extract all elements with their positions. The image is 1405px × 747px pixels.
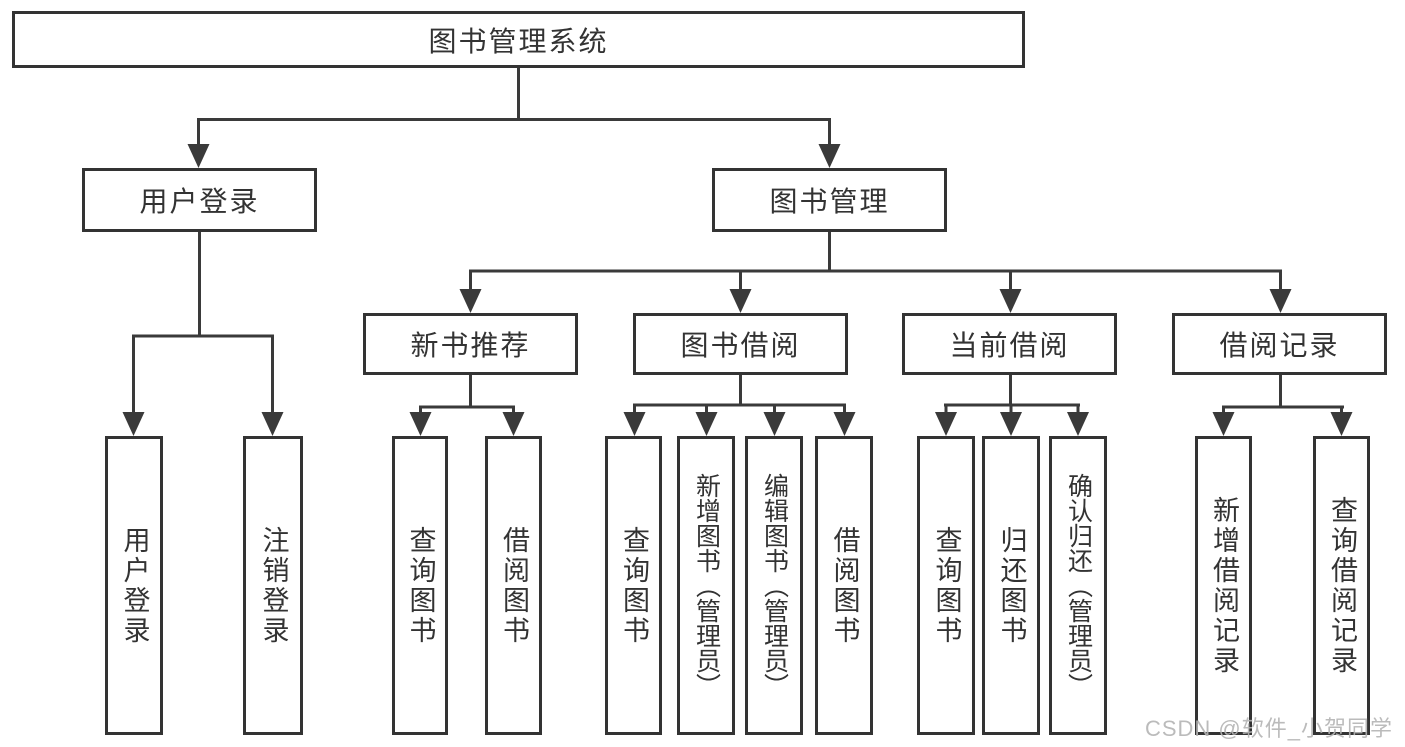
leaf-add-books-admin: 新增图书（管理员）: [677, 436, 735, 735]
leaf-query-books-borrow-label: 查询图书: [619, 525, 649, 646]
connector-new-book-children: [409, 375, 525, 436]
node-current-borrow: 当前借阅: [902, 313, 1117, 375]
leaf-add-borrow-record-label: 新增借阅记录: [1209, 495, 1239, 676]
connector-book-borrow-children: [623, 375, 856, 436]
node-new-book-recommend: 新书推荐: [363, 313, 578, 375]
node-new-book-recommend-label: 新书推荐: [410, 330, 531, 361]
leaf-query-books-recommend-label: 查询图书: [405, 525, 436, 646]
leaf-borrow-books-recommend: 借阅图书: [485, 436, 542, 735]
connector-root-to-level2: [187, 68, 841, 168]
leaf-return-books: 归还图书: [982, 436, 1040, 735]
leaf-user-login-label: 用户登录: [119, 525, 150, 646]
leaf-borrow-books-label: 借阅图书: [829, 525, 860, 646]
connector-current-borrow-children: [935, 375, 1089, 436]
leaf-add-borrow-record: 新增借阅记录: [1195, 436, 1252, 735]
leaf-edit-books-admin-label: 编辑图书（管理员）: [760, 473, 789, 698]
node-book-borrow: 图书借阅: [633, 313, 848, 375]
leaf-query-borrow-record-label: 查询借阅记录: [1327, 495, 1357, 676]
node-borrow-records: 借阅记录: [1172, 313, 1387, 375]
leaf-borrow-books-recommend-label: 借阅图书: [499, 525, 529, 646]
node-book-borrow-label: 图书借阅: [680, 330, 801, 361]
connector-book-management-children: [459, 232, 1292, 313]
leaf-logout-label: 注销登录: [258, 525, 289, 646]
leaf-logout: 注销登录: [243, 436, 303, 735]
leaf-query-books-current-label: 查询图书: [931, 525, 962, 646]
node-current-borrow-label: 当前借阅: [949, 330, 1070, 361]
leaf-confirm-return-admin: 确认归还（管理员）: [1049, 436, 1107, 735]
leaf-edit-books-admin: 编辑图书（管理员）: [745, 436, 803, 735]
connector-borrow-records-children: [1212, 375, 1353, 436]
connector-user-login-children: [122, 232, 284, 436]
node-book-management-label: 图书管理: [769, 186, 890, 217]
leaf-confirm-return-admin-label: 确认归还（管理员）: [1064, 473, 1093, 698]
leaf-query-books-recommend: 查询图书: [392, 436, 448, 735]
node-root-system: 图书管理系统: [12, 11, 1025, 68]
csdn-watermark: CSDN @软件_小贺同学: [1144, 716, 1393, 741]
leaf-return-books-label: 归还图书: [996, 525, 1027, 646]
node-book-management: 图书管理: [712, 168, 947, 232]
leaf-query-books-borrow: 查询图书: [605, 436, 662, 735]
leaf-user-login: 用户登录: [105, 436, 163, 735]
leaf-borrow-books: 借阅图书: [815, 436, 873, 735]
leaf-add-books-admin-label: 新增图书（管理员）: [692, 473, 721, 698]
node-user-login-label: 用户登录: [139, 186, 260, 217]
node-root-label: 图书管理系统: [428, 25, 609, 57]
leaf-query-books-current: 查询图书: [917, 436, 975, 735]
node-borrow-records-label: 借阅记录: [1219, 330, 1340, 361]
node-user-login: 用户登录: [82, 168, 317, 232]
leaf-query-borrow-record: 查询借阅记录: [1313, 436, 1370, 735]
